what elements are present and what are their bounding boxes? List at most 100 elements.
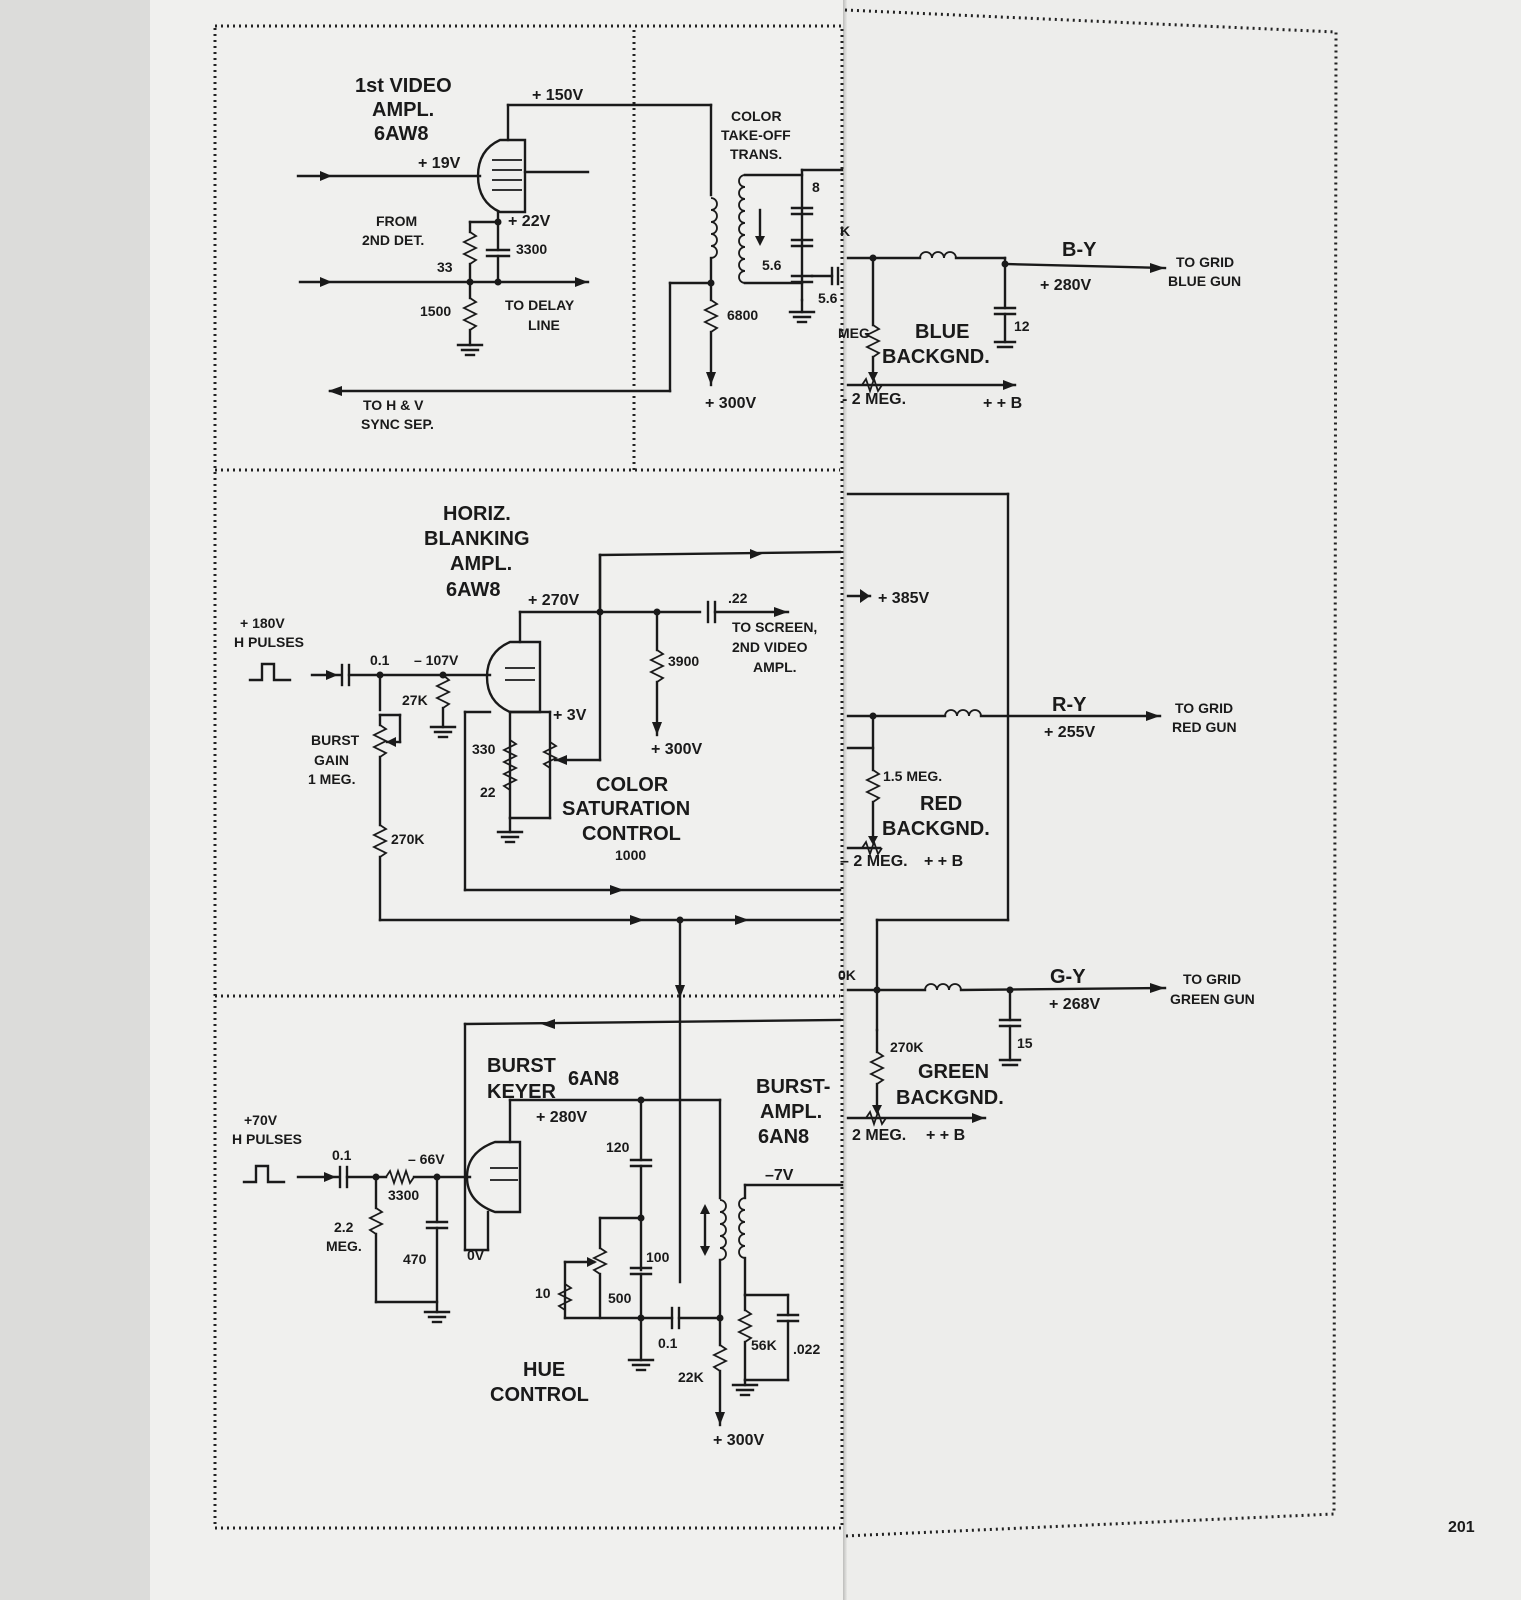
amp-7v-label: –7V	[765, 1167, 794, 1184]
burst-gain-label-1: BURST	[311, 732, 360, 748]
r270k-horiz-label: 270K	[391, 831, 424, 847]
burst-amp-label-1: BURST-	[756, 1076, 830, 1098]
green-gun-label-2: GREEN GUN	[1170, 991, 1255, 1007]
r56k-label: 56K	[751, 1337, 777, 1353]
red-pot-label: – 2 MEG.	[840, 853, 908, 870]
r500-label: 500	[608, 1290, 632, 1306]
sat-label-3: CONTROL	[582, 823, 681, 845]
from-det-label-2: 2ND DET.	[362, 232, 424, 248]
burst-amp-label-3: 6AN8	[758, 1126, 809, 1148]
video-cathode-voltage: + 22V	[508, 213, 551, 230]
delay-line-label-1: TO DELAY	[505, 297, 575, 313]
page-fold	[843, 0, 847, 1600]
r22meg-label-1: 2.2	[334, 1219, 354, 1235]
c8-label: 8	[812, 179, 820, 195]
red-backgnd-label-1: RED	[920, 793, 962, 815]
from-det-label-1: FROM	[376, 213, 417, 229]
burst-amp-label-2: AMPL.	[760, 1101, 822, 1123]
r270k-green-label: 270K	[890, 1039, 923, 1055]
sat-label-2: SATURATION	[562, 798, 690, 820]
right-page	[845, 0, 1521, 1600]
blue-pot-label: - 2 MEG.	[842, 391, 906, 408]
horiz-pulses-label-1: + 180V	[240, 615, 285, 631]
horiz-title-2: BLANKING	[424, 528, 530, 550]
r22meg-label-2: MEG.	[326, 1238, 362, 1254]
horiz-pulses-label-2: H PULSES	[234, 634, 304, 650]
grid-66v-label: – 66V	[408, 1151, 445, 1167]
to-screen-label-3: AMPL.	[753, 659, 797, 675]
gy-label: G-Y	[1050, 966, 1086, 988]
r15meg-label: 1.5 MEG.	[883, 768, 942, 784]
horiz-270v-label: + 270V	[528, 592, 579, 609]
color-trans-label-3: TRANS.	[730, 146, 782, 162]
sat-label-1: COLOR	[596, 774, 669, 796]
video-grid-voltage: + 19V	[418, 155, 461, 172]
red-gun-label-2: RED GUN	[1172, 719, 1237, 735]
burst-keyer-label-1: BURST	[487, 1055, 556, 1077]
r3300-label: 3300	[388, 1187, 419, 1203]
r6800-label: 6800	[727, 307, 758, 323]
keyer-280v-label: + 280V	[536, 1109, 587, 1126]
sync-label-1: TO H & V	[363, 397, 424, 413]
c022-label: .022	[793, 1341, 820, 1357]
blue-bplus-label: + + B	[983, 395, 1022, 412]
color-trans-label-1: COLOR	[731, 108, 782, 124]
r33-label: 33	[437, 259, 453, 275]
blue-gun-label-1: TO GRID	[1176, 254, 1234, 270]
video-amp-title-1: 1st VIDEO	[355, 75, 452, 97]
c12-label: 12	[1014, 318, 1030, 334]
burst-keyer-label-2: KEYER	[487, 1081, 556, 1103]
by-label: B-Y	[1062, 239, 1097, 261]
delay-line-label-2: LINE	[528, 317, 560, 333]
horiz-300v-label: + 300V	[651, 741, 702, 758]
video-300v-label: + 300V	[705, 395, 756, 412]
c100-label: 100	[646, 1249, 670, 1265]
green-k-label: 0K	[838, 967, 856, 983]
c22-label: .22	[728, 590, 748, 606]
horiz-title-4: 6AW8	[446, 579, 500, 601]
keyer-tube-label: 6AN8	[568, 1068, 619, 1090]
horiz-blanking-circuit	[248, 549, 842, 925]
burst-c01-label: 0.1	[332, 1147, 352, 1163]
red-backgnd-label-2: BACKGND.	[882, 818, 990, 840]
r10-label: 10	[535, 1285, 551, 1301]
sat-value-label: 1000	[615, 847, 646, 863]
red-255v-label: + 255V	[1044, 724, 1095, 741]
blue-backgnd-label-2: BACKGND.	[882, 346, 990, 368]
c120-label: 120	[606, 1139, 630, 1155]
video-supply-label: + 150V	[532, 87, 583, 104]
c470-label: 470	[403, 1251, 427, 1267]
meg-label: MEG	[838, 325, 870, 341]
video-amp-title-3: 6AW8	[374, 123, 428, 145]
r22-label: 22	[480, 784, 496, 800]
green-268v-label: + 268V	[1049, 996, 1100, 1013]
blue-280v-label: + 280V	[1040, 277, 1091, 294]
to-screen-label-2: 2ND VIDEO	[732, 639, 808, 655]
to-screen-label-1: TO SCREEN,	[732, 619, 817, 635]
blue-backgnd-label-1: BLUE	[915, 321, 969, 343]
green-gun-label-1: TO GRID	[1183, 971, 1241, 987]
video-amp-title-2: AMPL.	[372, 99, 434, 121]
green-output-circuit	[846, 983, 1167, 1127]
labels: 1st VIDEO AMPL. 6AW8 + 150V + 19V + 22V …	[232, 75, 1475, 1536]
c3300-label: 3300	[516, 241, 547, 257]
horiz-title-3: AMPL.	[450, 553, 512, 575]
ry-label: R-Y	[1052, 694, 1087, 716]
burst-pulses-label-1: +70V	[244, 1112, 278, 1128]
horiz-title-1: HORIZ.	[443, 503, 511, 525]
blue-output-circuit	[846, 251, 1167, 394]
video-amp-circuit	[296, 103, 844, 396]
green-backgnd-label-2: BACKGND.	[896, 1087, 1004, 1109]
sync-label-2: SYNC SEP.	[361, 416, 434, 432]
green-pot-label: 2 MEG.	[852, 1127, 906, 1144]
red-output-circuit	[846, 492, 1162, 1032]
r27k-label: 27K	[402, 692, 428, 708]
page-number: 201	[1448, 1519, 1475, 1536]
c15-label: 15	[1017, 1035, 1033, 1051]
burst-gain-label-2: GAIN	[314, 752, 349, 768]
r1500-label: 1500	[420, 303, 451, 319]
burst-300v-label: + 300V	[713, 1432, 764, 1449]
c01b-label: 0.1	[658, 1335, 678, 1351]
color-trans-label-2: TAKE-OFF	[721, 127, 791, 143]
